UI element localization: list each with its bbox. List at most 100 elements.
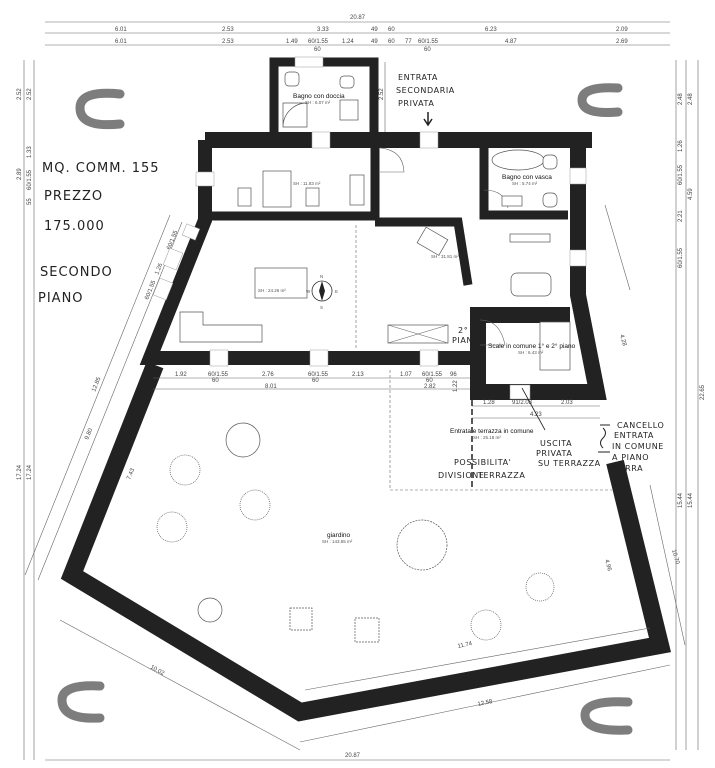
- dim: 60/1.55: [422, 372, 443, 378]
- dim: 11.74: [457, 641, 473, 650]
- note-exit: SU TERRAZZA: [538, 459, 601, 468]
- dim: 55: [27, 198, 33, 205]
- dim: 2.89: [17, 168, 23, 180]
- dim: 1.92: [175, 372, 187, 378]
- dim: 4.59: [688, 188, 694, 200]
- dim: 2.52: [17, 88, 23, 100]
- dim: 6.01: [115, 27, 127, 33]
- dim: 2.03: [561, 400, 573, 406]
- dim: 17.24: [17, 464, 23, 480]
- room-name: Entrata e terrazza in comune: [450, 428, 534, 435]
- dim: 4.28: [618, 334, 627, 348]
- dim: 15.44: [688, 492, 694, 508]
- room-area: SH : 6.43 m²: [518, 350, 544, 355]
- room-name: Bagno con doccia: [293, 93, 345, 100]
- dim: 60: [212, 378, 219, 384]
- dim: 1.24: [342, 39, 354, 45]
- dim: 60/1.55: [418, 39, 439, 45]
- dim: 8.01: [265, 384, 277, 390]
- compass-e: E: [335, 289, 338, 294]
- dim: 9.80: [84, 427, 94, 441]
- note-entrance: PRIVATA: [398, 99, 435, 108]
- watermark-logo: [57, 83, 633, 735]
- arrow-down-icon: [423, 112, 433, 127]
- top-dimensions: 20.87 6.01 2.53 3.33 49 60 6.23 2.09 6.0…: [45, 15, 670, 53]
- dim: 4.87: [505, 39, 517, 45]
- dim: 1.28: [483, 400, 495, 406]
- left-dimensions: 2.52 2.52 2.89 1.33 60/1.55 55 17.24 17.…: [17, 60, 35, 760]
- note-price-label: PREZZO: [44, 189, 103, 204]
- room-name: Bagno con vasca: [502, 174, 552, 181]
- note-gate: TERRA: [613, 464, 643, 473]
- dim: 2.48: [678, 93, 684, 105]
- dim: 60: [424, 47, 431, 53]
- dim: 60: [314, 47, 321, 53]
- note-division: DIVISIONE: [438, 471, 485, 480]
- dim: 60/1.55: [678, 247, 684, 268]
- note-division: POSSIBILITA': [454, 458, 511, 467]
- room-area: SH : 24.26 m²: [258, 288, 286, 293]
- dim: 2.82: [424, 384, 436, 390]
- dim: 3.33: [317, 27, 329, 33]
- gate-icon: [598, 424, 610, 453]
- note-commercial-area: MQ. COMM. 155: [42, 161, 160, 176]
- handwritten-notes: MQ. COMM. 155 PREZZO 175.000 SECONDO PIA…: [38, 73, 664, 490]
- dim-total-top: 20.87: [350, 15, 366, 21]
- room-labels: Bagno con doccia SH : 6.07 m² SH : 11.83…: [258, 93, 576, 544]
- exit-arrow: [521, 387, 546, 431]
- dim: 2.53: [222, 27, 234, 33]
- dim: 10.70: [670, 549, 680, 566]
- room-area: SH : 25.18 m²: [473, 435, 501, 440]
- dim: 1.26: [154, 262, 164, 276]
- windows: [152, 56, 587, 400]
- note-price: 175.000: [44, 219, 105, 234]
- dim: 1.33: [27, 146, 33, 158]
- dim: 1.49: [286, 39, 298, 45]
- dim: 2.09: [616, 27, 628, 33]
- dim: 60/1.55: [208, 372, 229, 378]
- room-name: Scale in comune 1° e 2° piano: [488, 342, 576, 350]
- note-gate: A PIANO: [612, 453, 649, 462]
- room-area: SH : 11.83 m²: [293, 181, 321, 186]
- room-name: giardino: [327, 532, 351, 539]
- compass-s: S: [320, 305, 323, 310]
- dim: 4.96: [603, 559, 612, 573]
- dim: 6.23: [485, 27, 497, 33]
- note-gate: CANCELLO: [617, 421, 664, 430]
- dim: 60/1.55: [27, 169, 33, 190]
- room-area: SH : 5.74 m²: [512, 181, 538, 186]
- note-exit: USCITA: [540, 439, 572, 448]
- note-floor: SECONDO: [40, 265, 113, 280]
- dim: 2.13: [352, 372, 364, 378]
- dim: 2.52: [379, 88, 385, 100]
- note-floor2: PIANO: [452, 336, 480, 345]
- furniture: [156, 71, 571, 643]
- note-gate: ENTRATA: [614, 431, 654, 440]
- dim: 2.53: [222, 39, 234, 45]
- dim: 1.26: [678, 140, 684, 152]
- dim: 2.48: [688, 93, 694, 105]
- dim: 60: [312, 378, 319, 384]
- dim: 49: [371, 39, 378, 45]
- right-dimensions: 2.48 2.48 1.26 60/1.55 4.59 2.21 60/1.55…: [603, 60, 706, 750]
- dim: 22.65: [700, 384, 706, 400]
- doors: [355, 147, 612, 491]
- note-entrance: ENTRATA: [398, 73, 438, 82]
- dim: 77: [405, 39, 412, 45]
- note-exit: PRIVATA: [536, 449, 573, 458]
- room-area: SH : 31.81 m²: [431, 254, 459, 259]
- note-gate: IN COMUNE: [612, 442, 664, 451]
- dim: 1.07: [400, 372, 412, 378]
- walls: [60, 57, 672, 722]
- dim: 60/1.55: [166, 229, 179, 250]
- dim: 2.69: [616, 39, 628, 45]
- dim: 60/1.55: [308, 372, 329, 378]
- dim: 12.58: [477, 699, 494, 708]
- dim: 15.44: [678, 492, 684, 508]
- dim: 2.21: [678, 210, 684, 222]
- note-division: TERRAZZA: [477, 471, 525, 480]
- dim: 12.85: [91, 376, 102, 393]
- dim: 1.22: [453, 380, 459, 392]
- dim: 2.52: [27, 88, 33, 100]
